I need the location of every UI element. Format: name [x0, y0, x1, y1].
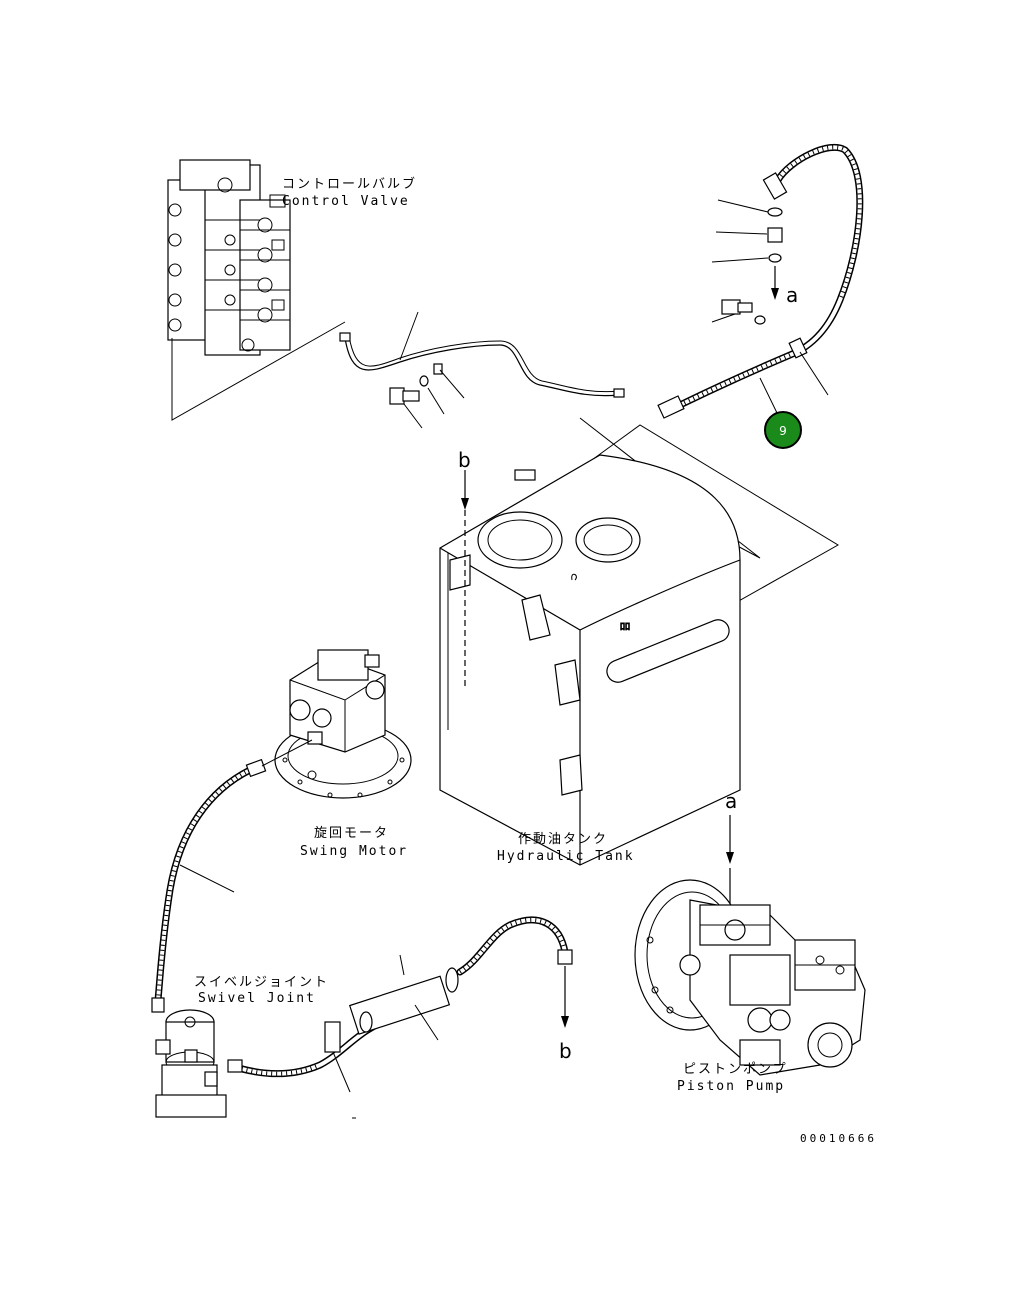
hydraulic-tank-label-en: Hydraulic Tank — [497, 849, 635, 864]
callout-number: 9 — [779, 424, 787, 438]
svg-text:ﾛﾛ: ﾛﾛ — [620, 622, 630, 633]
piston-pump — [634, 879, 866, 1076]
ref-a-pump: a — [725, 789, 737, 813]
hydraulic-tank-label-jp: 作動油タンク — [518, 832, 608, 847]
swing-motor — [274, 649, 412, 799]
swing-motor-label-en: Swing Motor — [300, 844, 408, 859]
ref-b-top: b — [458, 448, 471, 472]
hose-assembly — [657, 143, 864, 419]
control-valve-label-jp: コントロールバルブ — [282, 176, 417, 192]
piston-pump-label-en: Piston Pump — [677, 1079, 785, 1094]
swivel-joint — [155, 1009, 227, 1118]
hydraulic-tank: ﾛﾛ — [439, 454, 741, 866]
ref-b-bottom: b — [559, 1039, 572, 1063]
bolt-washer-cv — [389, 369, 465, 429]
piston-pump-label-jp: ピストンポンプ — [683, 1062, 788, 1077]
return-pipe — [227, 916, 573, 1119]
swing-motor-label-jp: 旋回モータ — [314, 826, 389, 841]
ref-a-top: a — [786, 283, 798, 307]
control-valve-leader — [171, 321, 346, 421]
swivel-joint-label-en: Swivel Joint — [198, 991, 316, 1006]
drain-pipe — [339, 311, 625, 398]
swivel-joint-label-jp: スイベルジョイント — [194, 975, 329, 990]
callout-9[interactable]: 9 — [764, 411, 802, 449]
fittings-right — [711, 199, 783, 325]
drawing-code: 00010666 — [800, 1132, 877, 1145]
control-valve-label-en: Control Valve — [282, 194, 410, 209]
callout-badge[interactable] — [764, 411, 802, 449]
control-valve — [167, 159, 291, 356]
swing-hose — [151, 739, 313, 1013]
